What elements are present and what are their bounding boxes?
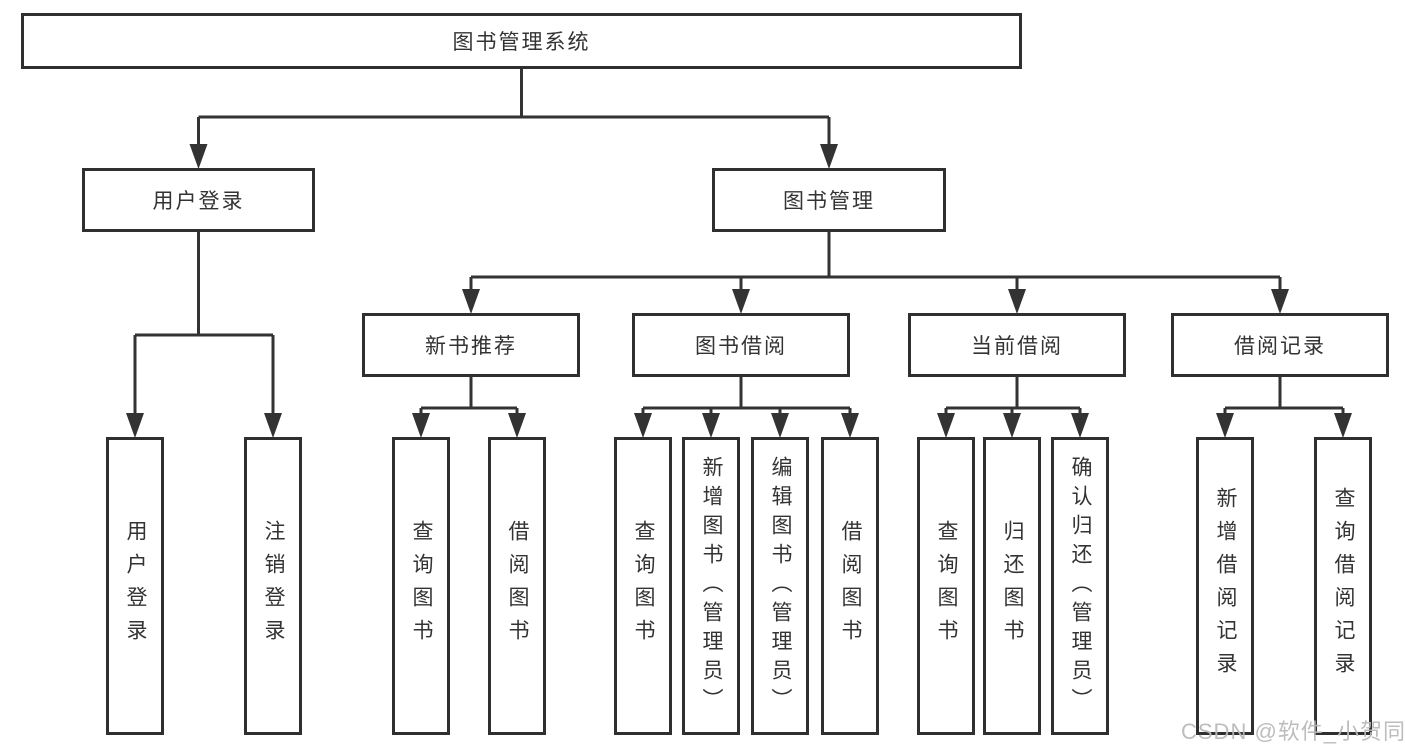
arrowhead-icon bbox=[634, 413, 652, 438]
arrowhead-icon bbox=[1071, 413, 1089, 438]
arrowhead-icon bbox=[508, 413, 526, 438]
node-logout: 注销登录 bbox=[244, 437, 302, 735]
node-label-borrow-records: 借阅记录 bbox=[1234, 335, 1326, 358]
node-label-book-borrow: 图书借阅 bbox=[695, 335, 787, 358]
node-label-root: 图书管理系统 bbox=[452, 31, 591, 54]
arrowhead-icon bbox=[732, 289, 750, 314]
node-query-book-3: 查询图书 bbox=[917, 437, 975, 735]
node-label-new-book-rec: 新书推荐 bbox=[425, 335, 517, 358]
node-label-logout: 注销登录 bbox=[262, 520, 285, 652]
node-user-login-group: 用户登录 bbox=[82, 168, 315, 232]
arrowhead-icon bbox=[702, 413, 720, 438]
arrowhead-icon bbox=[820, 144, 838, 169]
node-borrow-book-2: 借阅图书 bbox=[821, 437, 879, 735]
node-confirm-return: 确认归还（管理员） bbox=[1051, 437, 1109, 735]
node-user-login: 用户登录 bbox=[106, 437, 164, 735]
node-label-add-borrow-record: 新增借阅记录 bbox=[1214, 487, 1237, 685]
arrowhead-icon bbox=[412, 413, 430, 438]
arrowhead-icon bbox=[126, 413, 144, 438]
arrowhead-icon bbox=[1003, 413, 1021, 438]
arrowhead-icon bbox=[189, 144, 208, 169]
node-label-return-book: 归还图书 bbox=[1001, 520, 1024, 652]
node-query-book-2: 查询图书 bbox=[614, 437, 672, 735]
arrowhead-icon bbox=[462, 289, 480, 314]
node-label-book-mgmt: 图书管理 bbox=[783, 190, 875, 213]
node-new-book-rec: 新书推荐 bbox=[362, 313, 580, 377]
node-label-user-login: 用户登录 bbox=[124, 520, 147, 652]
node-label-borrow-book-1: 借阅图书 bbox=[506, 520, 529, 652]
node-borrow-book-1: 借阅图书 bbox=[488, 437, 546, 735]
node-return-book: 归还图书 bbox=[983, 437, 1041, 735]
arrowhead-icon bbox=[1008, 289, 1026, 314]
node-label-query-borrow-record: 查询借阅记录 bbox=[1332, 487, 1355, 685]
node-label-borrow-book-2: 借阅图书 bbox=[839, 520, 862, 652]
node-borrow-records: 借阅记录 bbox=[1171, 313, 1389, 377]
node-label-query-book-2: 查询图书 bbox=[632, 520, 655, 652]
arrowhead-icon bbox=[1216, 413, 1234, 438]
arrowhead-icon bbox=[264, 413, 282, 438]
arrowhead-icon bbox=[1271, 289, 1289, 314]
arrowhead-icon bbox=[841, 413, 859, 438]
node-edit-book: 编辑图书（管理员） bbox=[751, 437, 809, 735]
node-add-borrow-record: 新增借阅记录 bbox=[1196, 437, 1254, 735]
watermark: CSDN @软件_小贺同学 bbox=[1181, 719, 1405, 744]
arrowhead-icon bbox=[1334, 413, 1352, 438]
node-book-mgmt: 图书管理 bbox=[712, 168, 946, 232]
node-label-query-book-1: 查询图书 bbox=[410, 520, 433, 652]
node-query-book-1: 查询图书 bbox=[392, 437, 450, 735]
node-query-borrow-record: 查询借阅记录 bbox=[1314, 437, 1372, 735]
arrowhead-icon bbox=[937, 413, 955, 438]
node-add-book: 新增图书（管理员） bbox=[682, 437, 740, 735]
node-book-borrow: 图书借阅 bbox=[632, 313, 850, 377]
arrowhead-icon bbox=[771, 413, 789, 438]
node-label-current-borrow: 当前借阅 bbox=[971, 335, 1063, 358]
node-current-borrow: 当前借阅 bbox=[908, 313, 1126, 377]
node-label-query-book-3: 查询图书 bbox=[935, 520, 958, 652]
node-label-user-login-group: 用户登录 bbox=[152, 190, 245, 213]
node-label-confirm-return: 确认归还（管理员） bbox=[1069, 455, 1092, 717]
node-root: 图书管理系统 bbox=[21, 13, 1022, 69]
node-label-edit-book: 编辑图书（管理员） bbox=[769, 455, 792, 717]
node-label-add-book: 新增图书（管理员） bbox=[700, 455, 723, 717]
